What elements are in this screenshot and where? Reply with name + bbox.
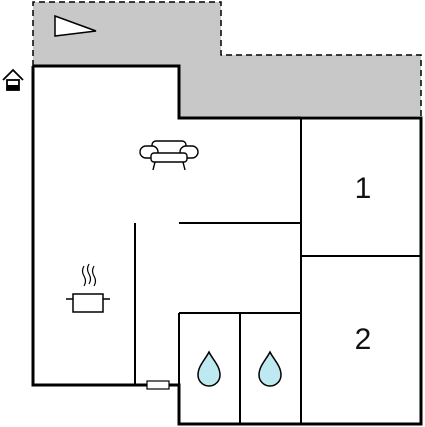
water-drop-icon [197,350,221,387]
room-2-label: 2 [355,323,372,356]
terrace-area [32,1,422,118]
compass-triangle-icon [54,14,97,37]
cooking-pot-icon [66,263,110,313]
interior-walls [134,118,421,424]
sofa-icon [139,140,199,171]
water-drop-icon [258,350,282,387]
door-icon [146,380,170,390]
outer-walls [31,64,423,426]
entrance-icon [2,68,24,91]
room-1-label: 1 [355,172,372,205]
